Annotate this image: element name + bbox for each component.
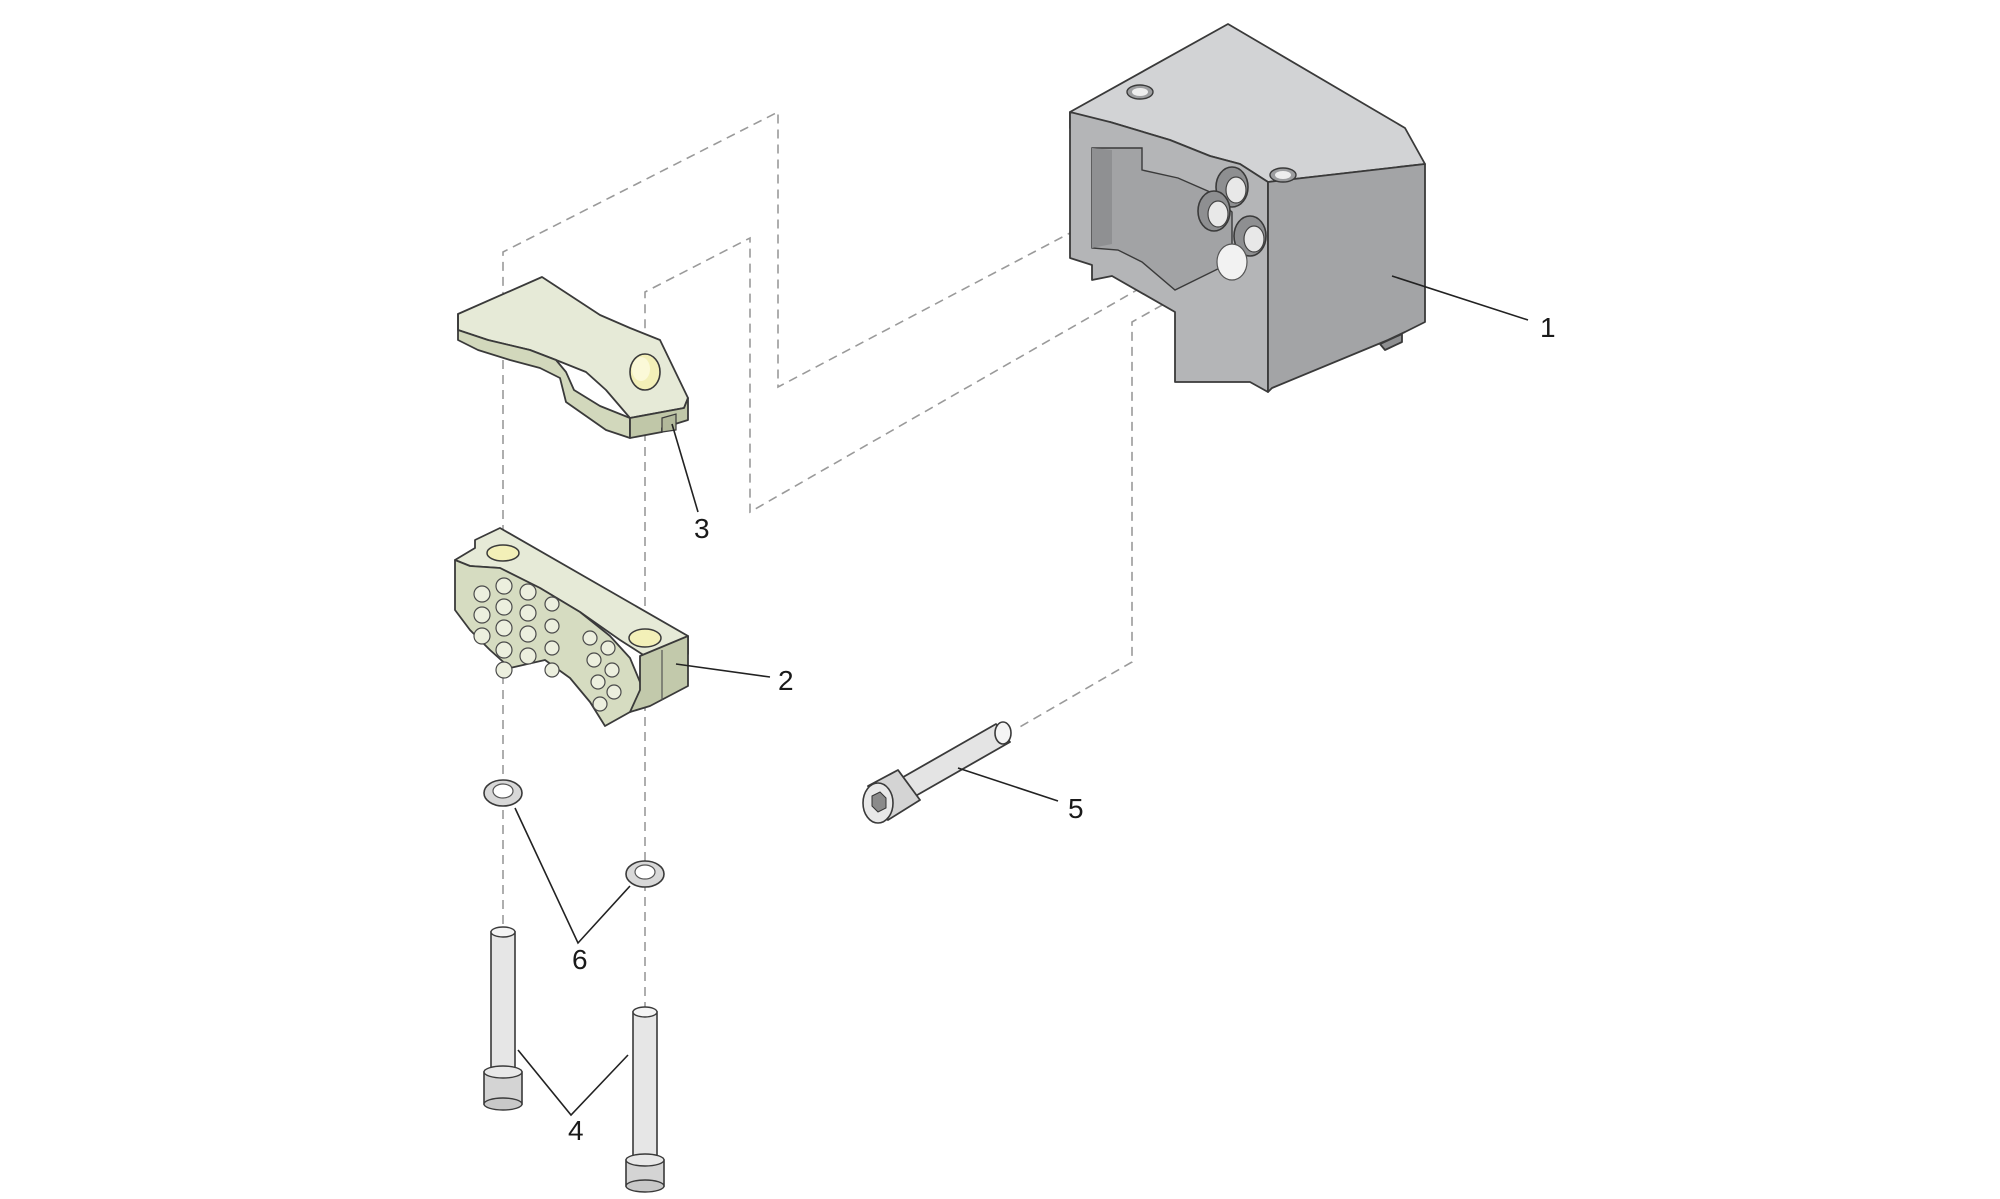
- housing-slot-back: [1092, 148, 1112, 248]
- insert-hole-grid: [473, 577, 622, 712]
- callout-6: 6: [572, 944, 588, 975]
- callout-5: 5: [1068, 793, 1084, 824]
- housing-front-hole-4: [1216, 243, 1248, 281]
- housing-bottom-tab: [1379, 333, 1403, 351]
- leader-6: [514, 807, 631, 945]
- callout-2: 2: [778, 665, 794, 696]
- leader-4: [517, 1049, 629, 1117]
- leader-1: [1391, 275, 1529, 321]
- housing-front-hole-3: [1233, 215, 1267, 257]
- screw-vertical-right: [625, 1006, 665, 1193]
- callout-labels: 1 2 3 4 5 6: [568, 312, 1556, 1146]
- screw-vertical-left: [483, 926, 523, 1111]
- guide-line-housing-to-screw5: [1017, 267, 1229, 729]
- callout-3: 3: [694, 513, 710, 544]
- guide-line-housing-to-insert: [644, 227, 1246, 514]
- screw5-shank: [897, 723, 1011, 799]
- leader-5: [957, 767, 1059, 802]
- housing: [1069, 23, 1426, 393]
- insert-bolt-hole-right: [628, 628, 662, 648]
- screw5-hex-socket: [871, 791, 887, 813]
- insert-bolt-hole-left: [486, 544, 520, 562]
- washer-left: [483, 779, 523, 807]
- leader-3: [671, 423, 699, 513]
- leader-2: [675, 663, 771, 678]
- upper-clamp-piece: [457, 276, 689, 439]
- housing-side-face: [1267, 163, 1426, 393]
- callout-1: 1: [1540, 312, 1556, 343]
- callout-4: 4: [568, 1115, 584, 1146]
- housing-slot-recess: [1091, 147, 1233, 291]
- screw-horizontal: [862, 721, 1012, 824]
- housing-top-hole-left: [1126, 84, 1154, 100]
- housing-front-hole-2: [1197, 190, 1231, 232]
- leader-lines: [514, 275, 1529, 1117]
- washer-right: [625, 860, 665, 888]
- insert-side-face: [629, 635, 689, 713]
- lower-insert-block: [454, 527, 689, 727]
- housing-top-hole-right: [1269, 167, 1297, 183]
